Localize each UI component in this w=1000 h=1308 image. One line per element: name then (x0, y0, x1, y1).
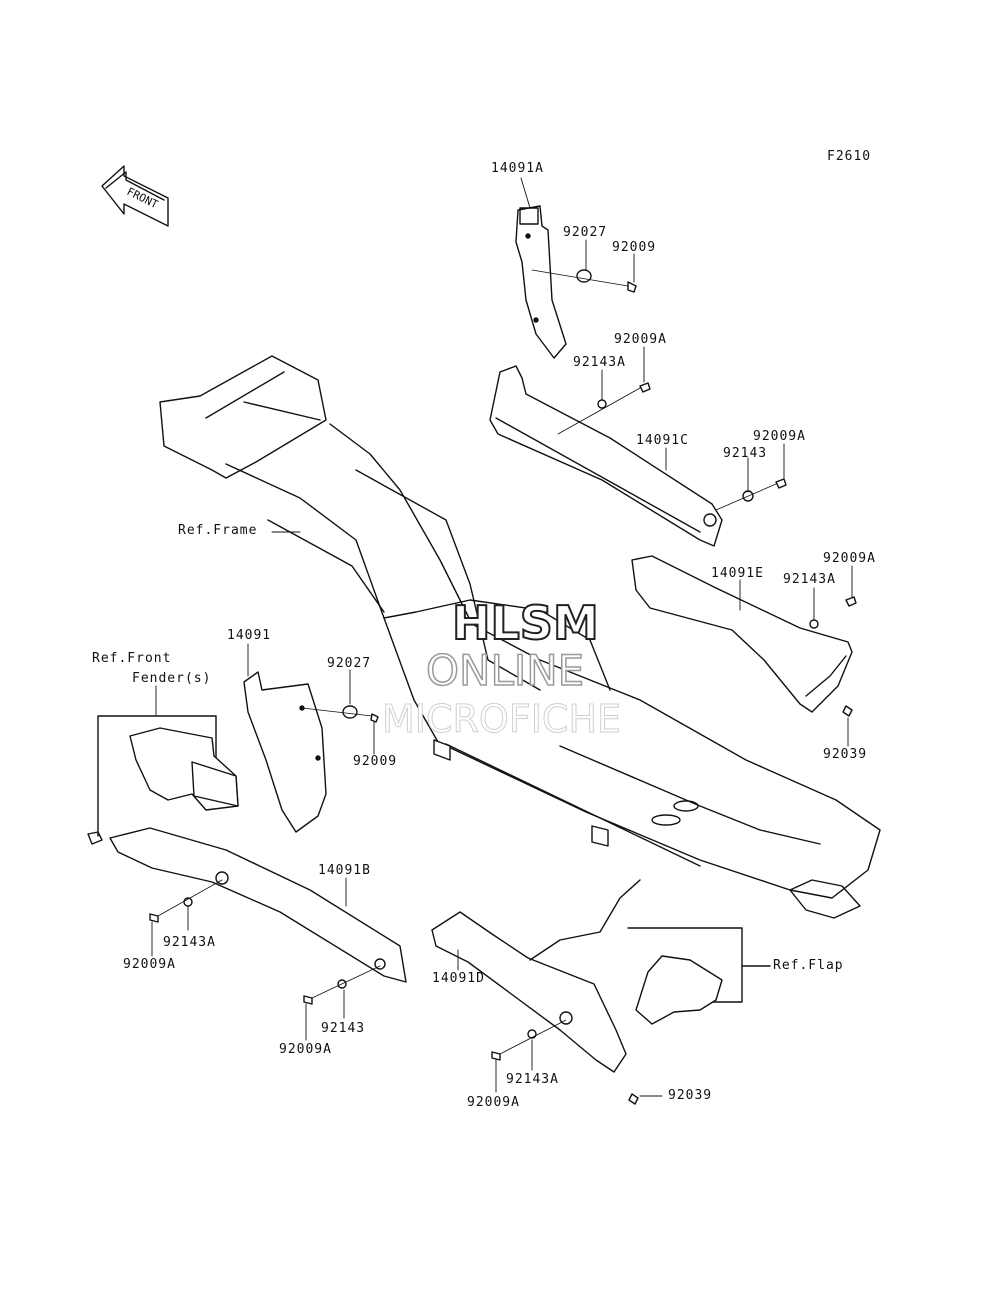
label-14091D: 14091D (432, 971, 485, 986)
part-14091-drawing (243, 671, 327, 833)
label-ref-front-fender-line1: Ref.Front (92, 651, 172, 666)
label-14091A: 14091A (491, 161, 544, 176)
flap-ref (627, 927, 771, 1025)
washer-92143A-4 (527, 1029, 537, 1039)
bolt-92009A-3 (845, 596, 857, 607)
label-92027-top: 92027 (563, 225, 608, 240)
label-92009A-3: 92009A (823, 551, 876, 566)
bolt-92009-mid (370, 713, 379, 723)
part-14091E-drawing (631, 555, 853, 713)
frame-drawing (159, 355, 881, 919)
front-fender-ref (87, 715, 239, 845)
part-14091D-drawing (431, 879, 641, 1073)
label-ref-front-fender-line2: Fender(s) (132, 671, 212, 686)
watermark-line3: MICROFICHE (381, 697, 622, 741)
label-92027-mid: 92027 (327, 656, 372, 671)
label-14091E: 14091E (711, 566, 764, 581)
label-92143A-2: 92143A (783, 572, 836, 587)
label-92143-1: 92143 (723, 446, 768, 461)
part-14091B-drawing (109, 827, 407, 983)
label-92143A-4: 92143A (506, 1072, 559, 1087)
label-92143-2: 92143 (321, 1021, 366, 1036)
bolt-92009A-2 (775, 478, 787, 489)
label-92039-right: 92039 (823, 747, 868, 762)
label-92039-bottom: 92039 (668, 1088, 713, 1103)
label-92143A-3: 92143A (163, 935, 216, 950)
label-14091C: 14091C (636, 433, 689, 448)
label-14091: 14091 (227, 628, 272, 643)
watermark-line1: HLSM (451, 596, 600, 650)
part-14091A-drawing (515, 205, 567, 359)
bolt-92009A-5 (303, 995, 313, 1005)
washer-92027-top (576, 269, 592, 283)
washer-92143A-2 (809, 619, 819, 629)
label-ref-frame: Ref.Frame (178, 523, 258, 538)
washer-92143-2 (337, 979, 347, 989)
part-14091C-drawing (489, 365, 723, 547)
clip-92039-right (842, 705, 853, 717)
label-92009A-1: 92009A (614, 332, 667, 347)
clip-92039-bottom (628, 1093, 639, 1105)
watermark-line2: ONLINE (425, 646, 585, 695)
label-92009A-5: 92009A (279, 1042, 332, 1057)
label-14091B: 14091B (318, 863, 371, 878)
label-92009A-4: 92009A (123, 957, 176, 972)
washer-92027-mid (342, 705, 358, 719)
label-92009A-6: 92009A (467, 1095, 520, 1110)
label-92143A-1: 92143A (573, 355, 626, 370)
label-92009-mid: 92009 (353, 754, 398, 769)
bolt-92009A-4 (149, 913, 159, 923)
washer-92143A-1 (597, 399, 607, 409)
leader-lines (151, 177, 853, 1097)
clip-ref-front-fender (87, 831, 103, 845)
label-92009A-2: 92009A (753, 429, 806, 444)
label-92009-top: 92009 (612, 240, 657, 255)
bolt-92009A-1 (639, 382, 651, 393)
front-arrow-icon: FRONT (101, 165, 169, 227)
figure-code: F2610 (827, 149, 872, 164)
bolt-92009-top (627, 281, 637, 293)
bolt-92009A-6 (491, 1051, 501, 1061)
label-ref-flap: Ref.Flap (773, 958, 844, 973)
